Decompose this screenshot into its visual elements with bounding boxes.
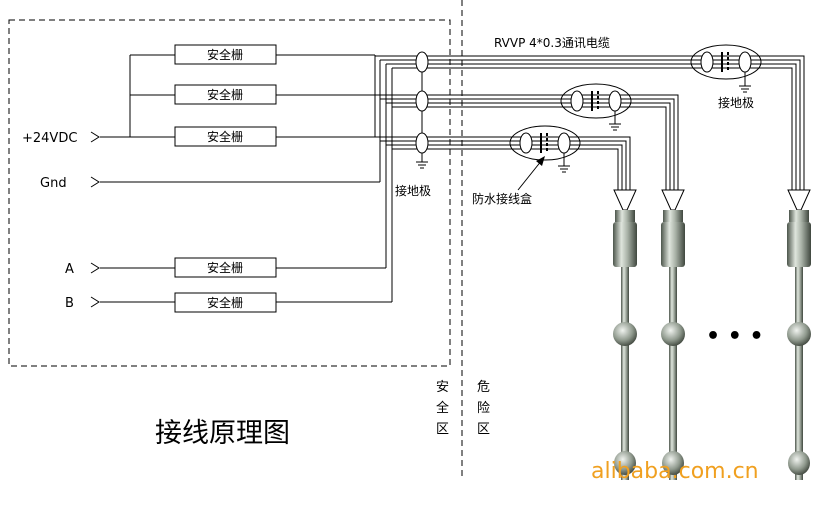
junction-box-label: 防水接线盒 bbox=[472, 191, 532, 206]
cable-1 bbox=[375, 55, 805, 190]
terminal-b-label: B bbox=[65, 296, 74, 311]
safe-zone-label: 安 全 区 bbox=[436, 380, 449, 437]
terminal-gnd-label: Gnd bbox=[40, 176, 67, 191]
svg-text:区: 区 bbox=[477, 422, 490, 437]
svg-text:安: 安 bbox=[436, 380, 449, 395]
svg-text:安全栅: 安全栅 bbox=[207, 87, 243, 102]
junction-box-2 bbox=[560, 83, 632, 131]
terminal-a-label: A bbox=[65, 262, 74, 277]
barrier-outputs bbox=[130, 54, 393, 303]
safety-barrier-b: 安全栅 bbox=[174, 292, 277, 313]
safe-area-boundary bbox=[8, 19, 451, 367]
junction-box-3 bbox=[509, 125, 581, 173]
svg-text:安全栅: 安全栅 bbox=[207, 295, 243, 310]
diagram-title: 接线原理图 bbox=[155, 418, 290, 449]
level-probe-2 bbox=[661, 210, 685, 480]
cable-label: RVVP 4*0.3通讯电缆 bbox=[494, 36, 610, 50]
safety-barrier-2: 安全栅 bbox=[174, 84, 277, 105]
ground-label-safe: 接地极 bbox=[395, 183, 431, 198]
svg-text:险: 险 bbox=[477, 401, 490, 416]
svg-text:安全栅: 安全栅 bbox=[207, 47, 243, 62]
level-probe-1 bbox=[613, 210, 637, 480]
shield-loops bbox=[415, 51, 429, 154]
level-probe-3 bbox=[787, 210, 811, 480]
safety-barrier-1: 安全栅 bbox=[174, 44, 277, 65]
cable-3 bbox=[375, 136, 631, 190]
terminal-arrows bbox=[90, 131, 100, 308]
more-probes-ellipsis: • • • bbox=[706, 324, 764, 349]
safety-barrier-a: 安全栅 bbox=[174, 257, 277, 278]
terminal-power-label: +24VDC bbox=[22, 131, 77, 146]
safety-barrier-3: 安全栅 bbox=[174, 126, 277, 147]
probe-connectors bbox=[613, 189, 811, 211]
cable-2 bbox=[375, 94, 679, 190]
hazard-zone-label: 危 险 区 bbox=[477, 380, 490, 437]
svg-text:区: 区 bbox=[436, 422, 449, 437]
svg-text:全: 全 bbox=[436, 400, 449, 416]
junction-box-arrow bbox=[517, 156, 545, 191]
svg-text:危: 危 bbox=[477, 380, 490, 395]
svg-text:安全栅: 安全栅 bbox=[207, 260, 243, 275]
svg-text:安全栅: 安全栅 bbox=[207, 129, 243, 144]
junction-box-1 bbox=[690, 44, 762, 93]
ground-symbol-safe bbox=[416, 161, 428, 169]
power-bus bbox=[100, 54, 175, 303]
ground-label-hazard: 接地极 bbox=[718, 95, 754, 110]
watermark: alibaba.com.cn bbox=[591, 459, 759, 484]
